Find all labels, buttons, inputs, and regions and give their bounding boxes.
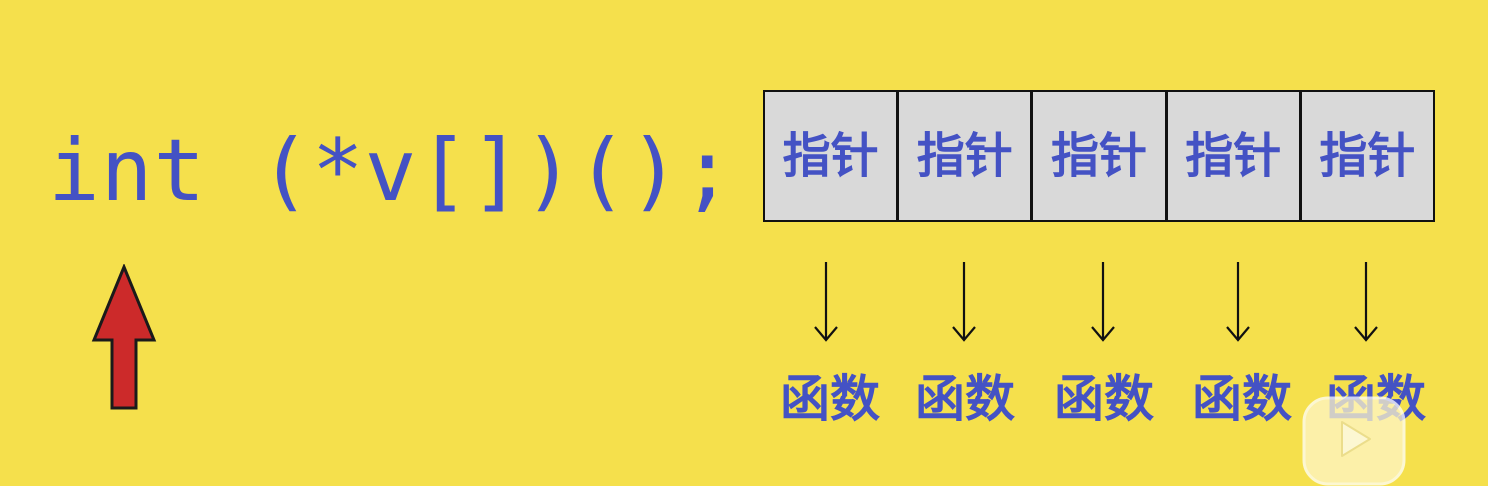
function-label: 函数 (780, 370, 880, 428)
pointer-cell: 指针 (1033, 92, 1168, 220)
down-arrow-icon (814, 262, 838, 342)
pointer-array: 指针 指针 指针 指针 指针 (763, 90, 1435, 222)
function-label: 函数 (1054, 370, 1154, 428)
play-logo-icon (1302, 396, 1406, 486)
pointer-cell: 指针 (899, 92, 1034, 220)
code-declaration: int (*v[])(); (48, 121, 735, 221)
function-label: 函数 (1192, 370, 1292, 428)
pointer-cell: 指针 (1319, 128, 1416, 184)
down-arrow-icon (1354, 262, 1378, 342)
pointer-cell: 指针 (765, 92, 900, 220)
down-arrow-icon (1091, 262, 1115, 342)
down-arrow-icon (1226, 262, 1250, 342)
up-arrow-icon (91, 264, 157, 410)
function-label: 函数 (915, 370, 1015, 428)
pointer-cell: 指针 (1168, 92, 1302, 220)
down-arrow-icon (952, 262, 976, 342)
